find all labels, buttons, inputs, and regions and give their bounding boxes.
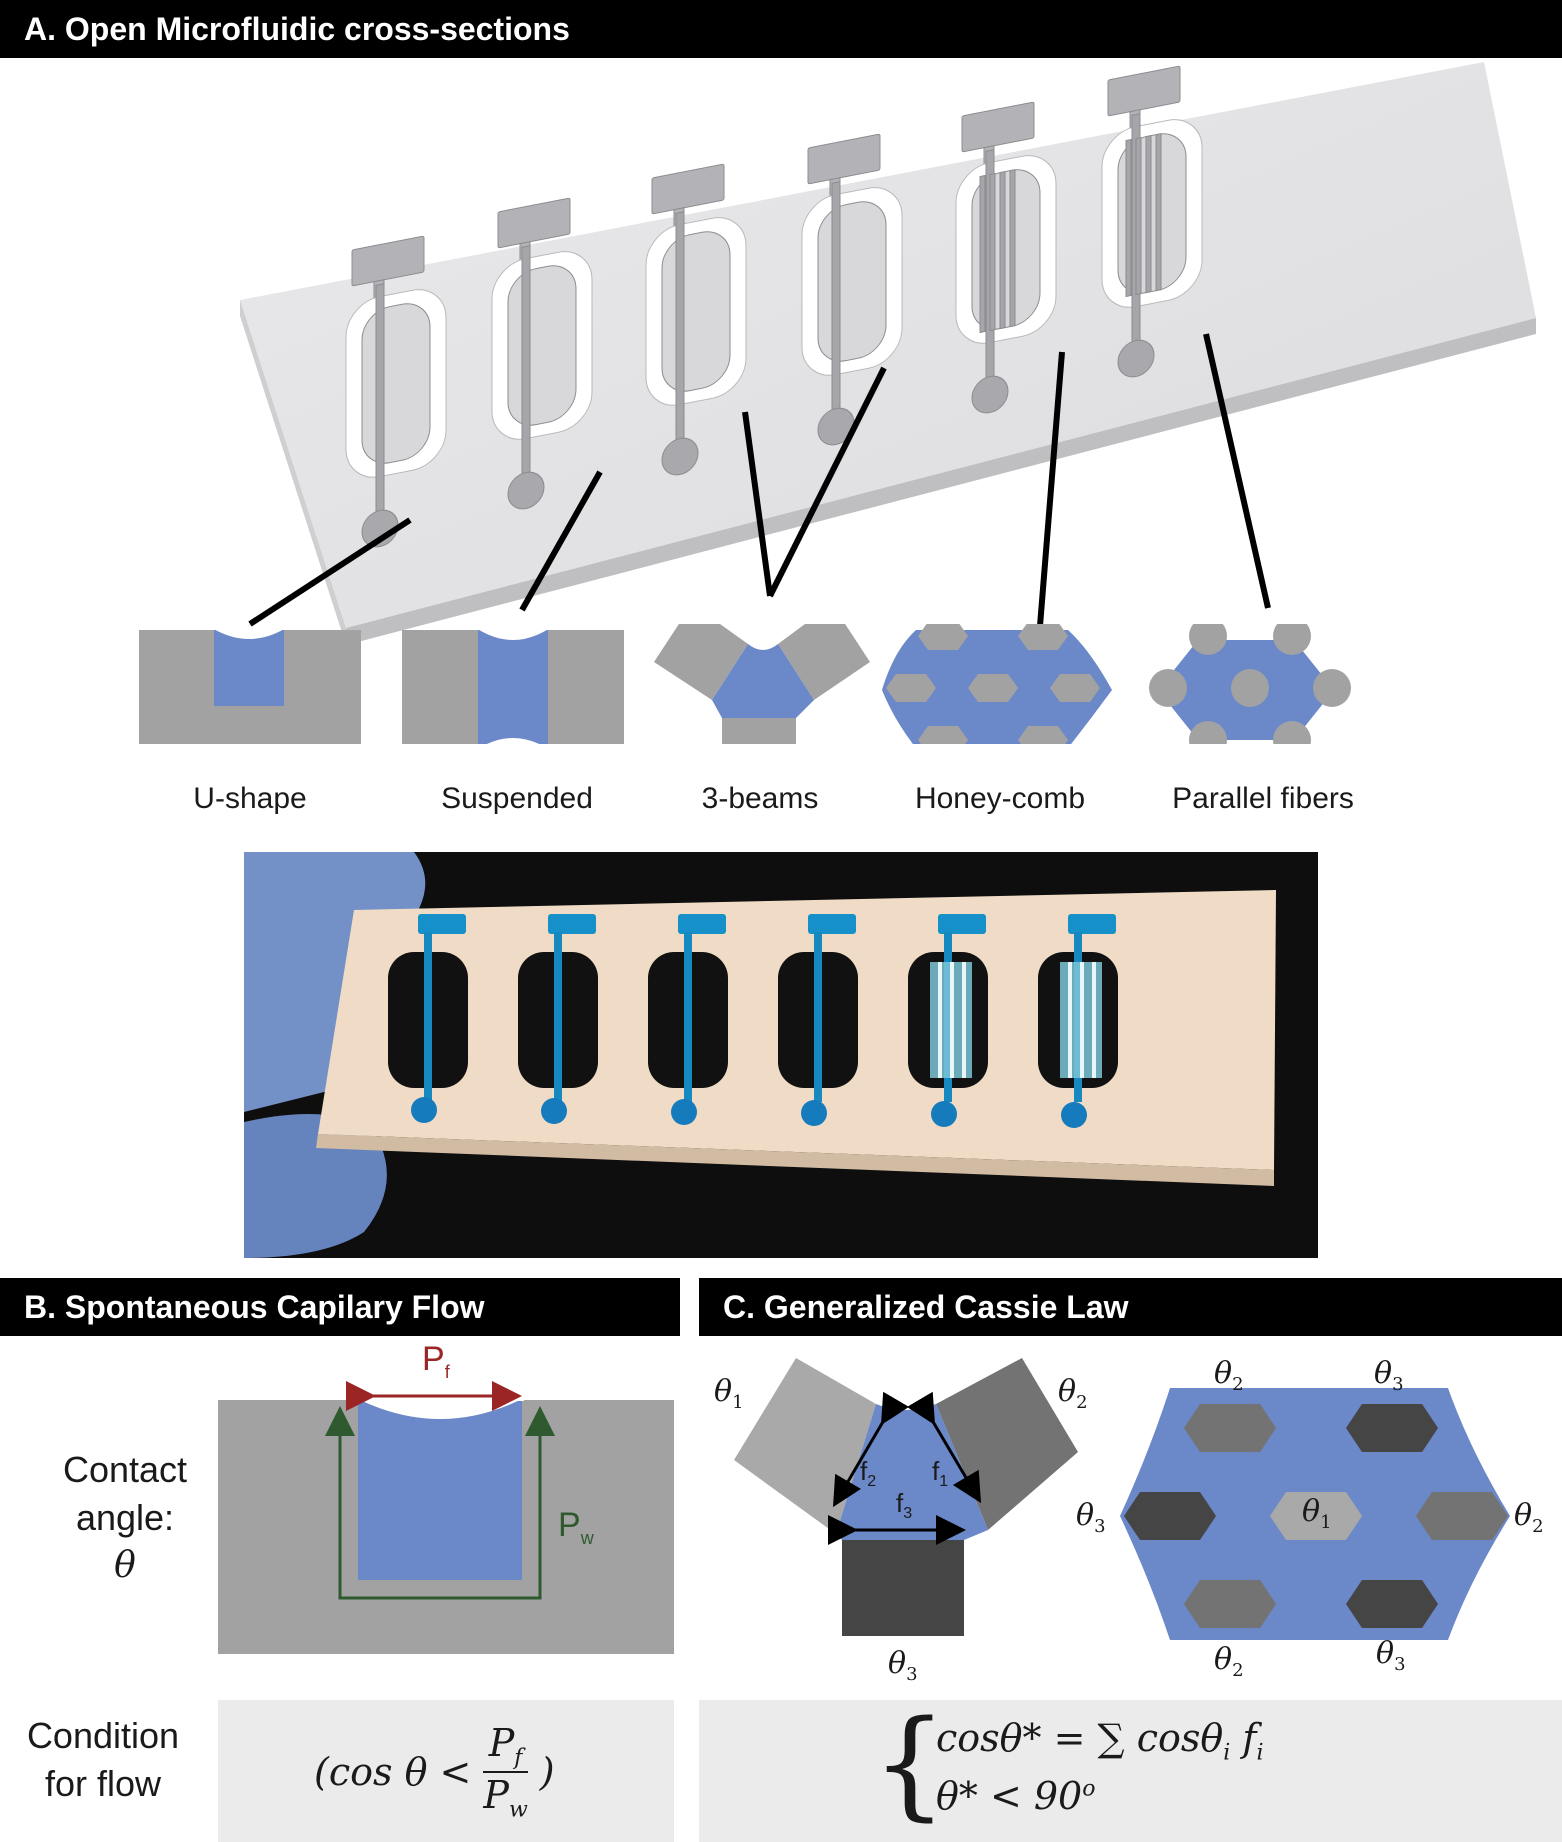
theta3-hc-top-label: θ3 [1374,1356,1404,1395]
leader-parallel [1203,333,1271,609]
photo-channel-unit [648,914,728,1125]
capillary-flow-diagram [218,1381,674,1654]
f3-label: f3 [896,1488,913,1523]
panel-a-title: A. Open Microfluidic cross-sections [0,0,1562,58]
pw-path [338,1416,542,1600]
hex-theta3-top [1346,1404,1438,1452]
condition-formula-panel [218,1700,674,1842]
device-channel-unit [491,197,593,510]
theta3-label-left: θ3 [888,1646,918,1685]
condition-label: Condition for flow [26,1715,180,1804]
device-channel-unit [955,101,1057,414]
theta3-hc-bottom-label: θ3 [1376,1636,1406,1675]
photo-channel-unit [388,914,468,1123]
label-parallel-fibers: Parallel fibers [1172,782,1354,815]
leader-ushape [248,517,412,627]
contact-angle-label: Contact angle: θ [62,1449,188,1586]
device-channel-unit [345,235,447,548]
theta1-hc-center-label: θ1 [1302,1494,1332,1533]
honeycomb-section [882,624,1112,744]
f1-label: f1 [932,1456,949,1491]
hex-theta2-top [1184,1404,1276,1452]
theta2-hc-right-label: θ2 [1514,1498,1544,1537]
cassie-3beam-diagram [734,1358,1078,1636]
photo-channel-unit [1038,914,1118,1128]
theta1-label-left: θ1 [714,1374,744,1413]
ushape-section [139,628,361,744]
cassie-equation-2: θ* < 90o [936,1774,1096,1818]
panel-c-title: C. Generalized Cassie Law [699,1278,1562,1336]
cassie-brace: { [872,1694,948,1832]
parallel-fibers-section [1149,624,1351,744]
device-channel-unit [1101,65,1203,378]
theta2-label-left: θ2 [1058,1374,1088,1413]
hex-theta1-center [1270,1492,1362,1540]
device-channel-unit [801,133,903,446]
suspended-section [402,628,624,744]
cassie-equation-1: cosθ* = ∑ cosθi fi [936,1716,1264,1766]
pw-label: Pw [558,1506,594,1548]
hex-theta2-right [1416,1492,1508,1540]
leader-honeycomb [1037,351,1065,627]
device-channel-unit [645,163,747,476]
hex-theta3-left [1124,1492,1216,1540]
panel-b-title: B. Spontaneous Capilary Flow [0,1278,680,1336]
condition-formula: (cos θ < Pf Pw ) [314,1721,555,1823]
hex-theta2-bottom [1184,1580,1276,1628]
photo-channel-unit [908,914,988,1127]
photo-channel-unit [518,914,598,1124]
cross-sections-row [139,624,1351,744]
f2-label: f2 [860,1456,877,1491]
pf-label: Pf [422,1340,450,1382]
device-3d-render [240,62,1536,645]
hex-theta3-bottom [1346,1580,1438,1628]
leader-suspended [519,470,603,612]
leader-3beams-2 [767,366,887,598]
photo-channel-unit [778,914,858,1126]
cassie-honeycomb-diagram [1120,1388,1510,1640]
theta2-hc-bottom-label: θ2 [1214,1642,1244,1681]
theta2-hc-top-label: θ2 [1214,1356,1244,1395]
label-3beams: 3-beams [701,782,819,815]
cassie-equation-panel [699,1700,1562,1842]
label-ushape: U-shape [193,782,307,815]
leader-3beams-1 [742,411,773,597]
3beams-section [654,624,870,744]
label-suspended: Suspended [441,782,593,815]
device-photo [244,852,1318,1258]
label-honeycomb: Honey-comb [914,782,1086,815]
theta3-hc-left-label: θ3 [1076,1498,1106,1537]
